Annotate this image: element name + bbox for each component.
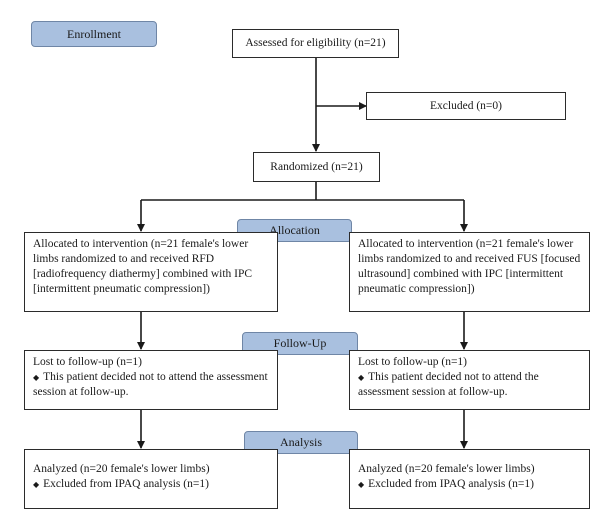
analysis-left-bullet-icon: ◆	[33, 480, 40, 489]
analysis-left-bullet: Excluded from IPAQ analysis (n=1)	[43, 478, 209, 490]
excluded-box: Excluded (n=0)	[366, 92, 566, 120]
randomized-box: Randomized (n=21)	[253, 152, 380, 182]
followup-right-bullet: This patient decided not to attend the a…	[358, 371, 539, 398]
phase-analysis-label: Analysis	[280, 435, 322, 449]
followup-left-box: Lost to follow-up (n=1) ◆This patient de…	[24, 350, 278, 410]
excluded-text: Excluded (n=0)	[430, 99, 502, 112]
phase-allocation-label: Allocation	[269, 223, 320, 237]
phase-followup: Follow-Up	[242, 332, 358, 355]
phase-analysis: Analysis	[244, 431, 358, 454]
followup-right-title: Lost to follow-up (n=1)	[358, 356, 468, 368]
assessed-text: Assessed for eligibility (n=21)	[245, 37, 386, 49]
followup-left-bullet-icon: ◆	[33, 373, 40, 382]
analysis-right-title: Analyzed (n=20 female's lower limbs)	[358, 463, 535, 475]
followup-right-bullet-icon: ◆	[358, 373, 365, 382]
analysis-right-bullet-icon: ◆	[358, 480, 365, 489]
allocation-right-text: Allocated to intervention (n=21 female's…	[358, 238, 581, 295]
followup-left-title: Lost to follow-up (n=1)	[33, 356, 143, 368]
allocation-right-box: Allocated to intervention (n=21 female's…	[349, 232, 590, 312]
assessed-box: Assessed for eligibility (n=21)	[232, 29, 399, 58]
allocation-left-box: Allocated to intervention (n=21 female's…	[24, 232, 278, 312]
phase-followup-label: Follow-Up	[273, 336, 327, 350]
followup-left-bullet: This patient decided not to attend the a…	[33, 371, 268, 398]
followup-right-box: Lost to follow-up (n=1) ◆This patient de…	[349, 350, 590, 410]
analysis-right-box: Analyzed (n=20 female's lower limbs) ◆Ex…	[349, 449, 590, 509]
analysis-left-title: Analyzed (n=20 female's lower limbs)	[33, 463, 210, 475]
phase-enrollment: Enrollment	[31, 21, 157, 47]
phase-enrollment-label: Enrollment	[67, 26, 121, 41]
randomized-text: Randomized (n=21)	[270, 160, 363, 173]
analysis-right-bullet: Excluded from IPAQ analysis (n=1)	[368, 478, 534, 490]
analysis-left-box: Analyzed (n=20 female's lower limbs) ◆Ex…	[24, 449, 278, 509]
allocation-left-text: Allocated to intervention (n=21 female's…	[33, 238, 253, 295]
